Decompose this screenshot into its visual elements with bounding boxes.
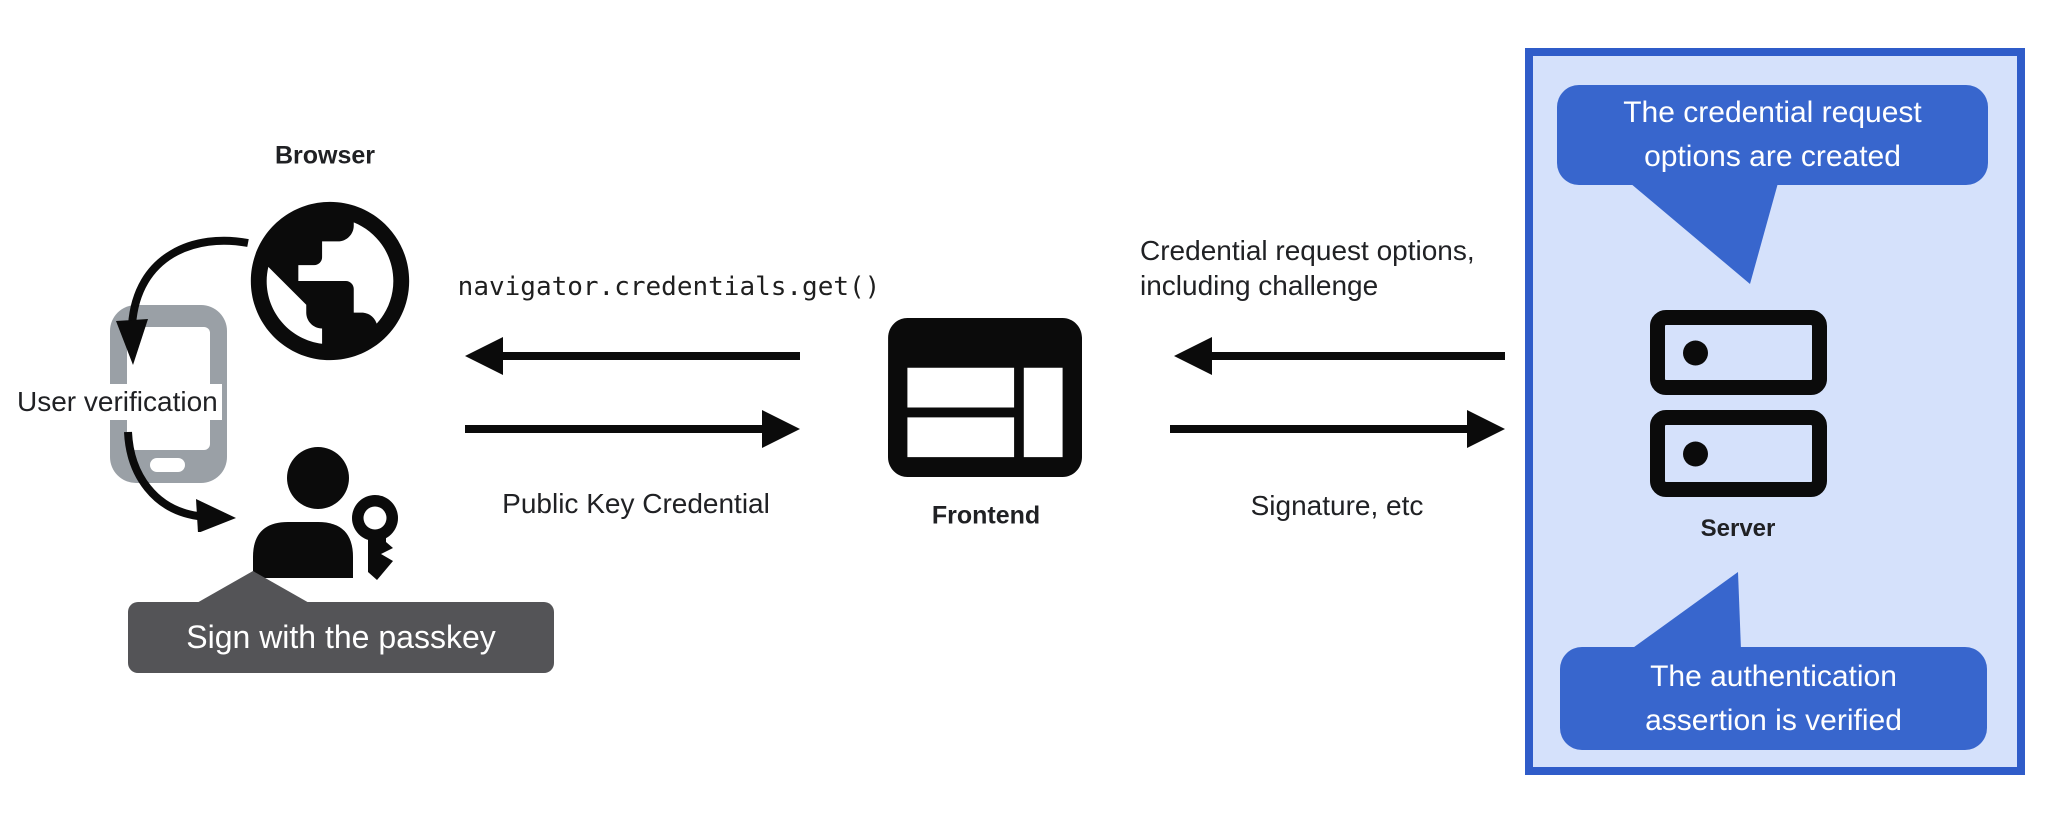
- server-stack-icon-lower: [1650, 410, 1827, 497]
- arrow-credential-request-options: [1174, 337, 1505, 375]
- server-led-dot: [1683, 340, 1708, 365]
- server-panel: The credential request options are creat…: [1525, 48, 2025, 775]
- passkey-tooltip-notch: [195, 571, 311, 604]
- person-icon: [253, 447, 353, 578]
- server-stack-icon: [1650, 310, 1827, 395]
- server-label: Server: [1700, 515, 1776, 542]
- arrow-credentials-get: [465, 337, 800, 375]
- passkey-tooltip: Sign with the passkey: [128, 602, 554, 673]
- curved-arrow-browser-to-phone: [116, 236, 249, 365]
- assertion-verified-bubble: The authentication assertion is verified: [1560, 647, 1987, 750]
- arrow-public-key-credential: [465, 410, 800, 448]
- phone-home-bar: [150, 458, 185, 472]
- credential-request-options-line1: Credential request options,: [1140, 235, 1475, 266]
- bubble-top-tail: [1630, 183, 1778, 284]
- user-verification-label: User verification: [13, 384, 222, 420]
- browser-label: Browser: [274, 141, 376, 170]
- signature-label: Signature, etc: [1250, 490, 1424, 521]
- server-led-dot: [1683, 441, 1708, 466]
- assertion-verified-line1: The authentication: [1650, 659, 1897, 693]
- frontend-window-icon: [888, 318, 1082, 477]
- curved-arrow-phone-to-user: [124, 431, 236, 532]
- key-icon: [352, 495, 398, 580]
- credential-options-created-line2: options are created: [1644, 140, 1901, 173]
- passkey-tooltip-label: Sign with the passkey: [186, 619, 496, 655]
- public-key-credential-label: Public Key Credential: [502, 488, 770, 519]
- credential-request-options-line2: including challenge: [1140, 270, 1379, 301]
- frontend-label: Frontend: [931, 501, 1041, 530]
- credential-request-options-label: Credential request options, including ch…: [1140, 233, 1475, 303]
- globe-icon: [250, 201, 410, 361]
- arrow-signature: [1170, 410, 1505, 448]
- credential-options-created-bubble: The credential request options are creat…: [1557, 85, 1988, 185]
- credential-options-created-line1: The credential request: [1623, 96, 1922, 129]
- bubble-bottom-tail: [1630, 572, 1741, 650]
- assertion-verified-line2: assertion is verified: [1645, 703, 1902, 737]
- navigator-credentials-get-label: navigator.credentials.get(): [457, 272, 881, 302]
